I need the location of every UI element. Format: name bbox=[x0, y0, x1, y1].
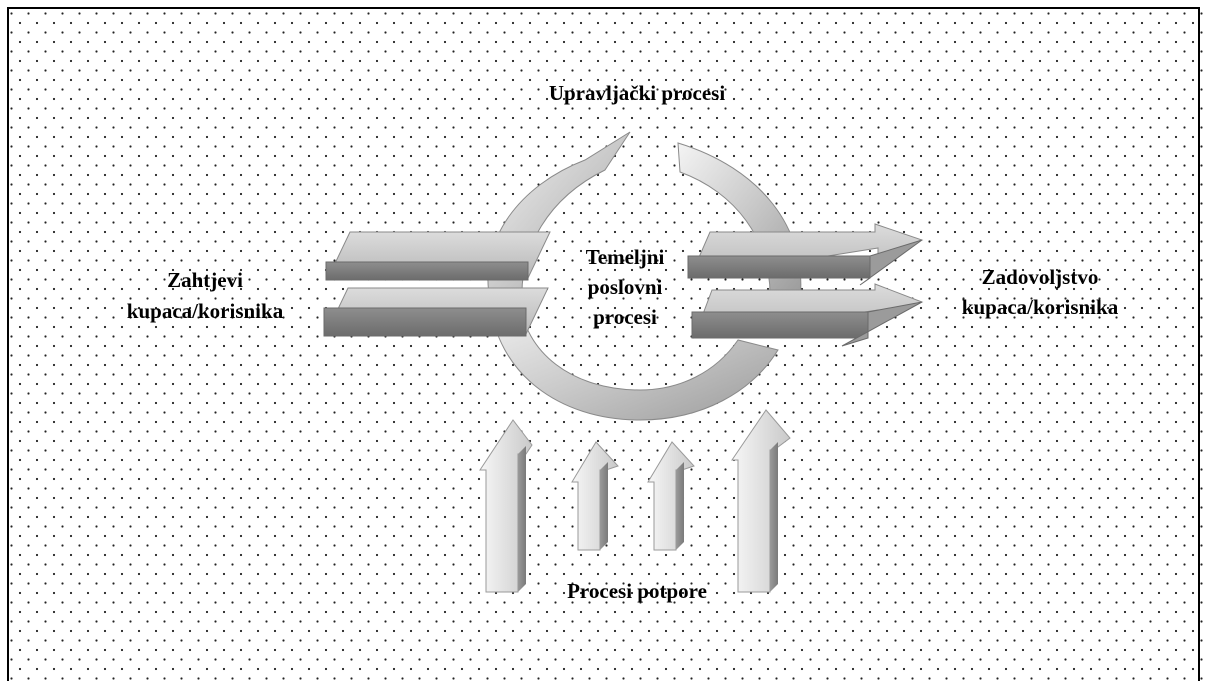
bottom-label: Procesi potpore bbox=[567, 579, 707, 603]
input-bar-upper bbox=[325, 231, 551, 281]
frame-border bbox=[7, 7, 1200, 681]
support-arrow-3 bbox=[647, 441, 695, 551]
left-label-line-1: Zahtjevi bbox=[167, 268, 243, 292]
center-label-line-2: poslovni bbox=[588, 275, 663, 299]
right-label-line-2: kupaca/korisnika bbox=[962, 295, 1119, 319]
dotted-background bbox=[8, 8, 1206, 681]
top-label: Upravljački procesi bbox=[549, 81, 726, 105]
output-arrow-upper bbox=[687, 223, 924, 286]
left-label-line-2: kupaca/korisnika bbox=[127, 299, 284, 323]
support-arrow-1 bbox=[479, 419, 533, 593]
support-arrow-4 bbox=[731, 409, 791, 593]
center-label-line-1: Temeljni bbox=[586, 245, 665, 269]
support-arrow-2 bbox=[571, 441, 619, 551]
center-label-line-3: procesi bbox=[593, 305, 657, 329]
input-bar-lower bbox=[323, 287, 549, 337]
output-arrow-lower bbox=[691, 283, 924, 347]
right-label-line-1: Zadovoljstvo bbox=[982, 265, 1099, 289]
